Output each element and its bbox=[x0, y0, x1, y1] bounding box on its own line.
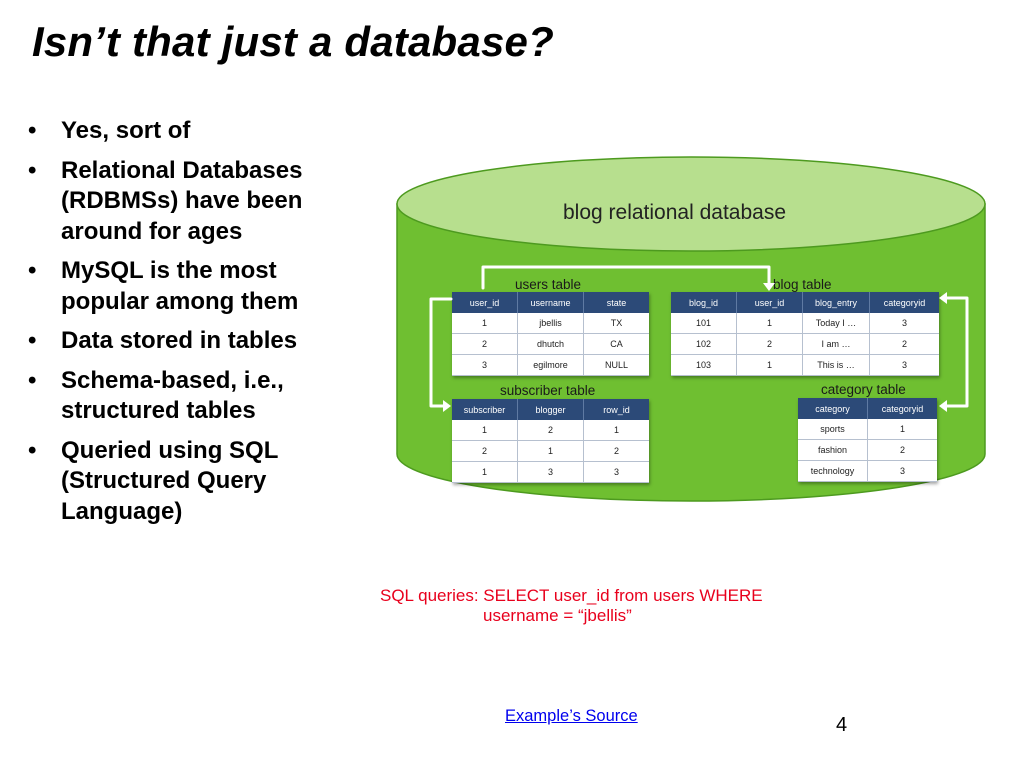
column-header: row_id bbox=[583, 399, 649, 420]
column-header: username bbox=[517, 292, 584, 313]
table-row: 2 dhutch CA bbox=[452, 333, 649, 355]
table-row: sports 1 bbox=[798, 419, 937, 440]
table-row: fashion 2 bbox=[798, 439, 937, 461]
column-header: blog_entry bbox=[802, 292, 870, 313]
table-cell: dhutch bbox=[517, 333, 584, 355]
table-cell: 3 bbox=[517, 461, 584, 483]
category-table: category categoryid sports 1 fashion 2 t… bbox=[798, 398, 937, 482]
table-cell: CA bbox=[583, 333, 649, 355]
table-row: 101 1 Today I … 3 bbox=[671, 313, 939, 334]
table-cell: sports bbox=[798, 419, 868, 440]
table-cell: 3 bbox=[867, 460, 937, 482]
table-row: 103 1 This is … 3 bbox=[671, 354, 939, 376]
table-cell: 103 bbox=[671, 354, 737, 376]
subscriber-table: subscriber blogger row_id 1 2 1 2 1 2 1 … bbox=[452, 399, 649, 483]
bullet-dot: • bbox=[28, 436, 37, 464]
bullet-dot: • bbox=[28, 366, 37, 394]
column-header: user_id bbox=[452, 292, 518, 313]
bullet-text: Yes, sort of bbox=[61, 117, 191, 144]
bullet-item: • Schema-based, i.e., structured tables bbox=[28, 366, 328, 427]
table-cell: egilmore bbox=[517, 354, 584, 376]
table-cell: 1 bbox=[517, 440, 584, 462]
table-header-row: subscriber blogger row_id bbox=[452, 399, 649, 420]
page-number: 4 bbox=[836, 714, 848, 736]
table-row: 1 jbellis TX bbox=[452, 313, 649, 334]
bullet-text: Queried using SQL (Structured Query Lang… bbox=[61, 436, 278, 525]
column-header: categoryid bbox=[867, 398, 937, 419]
bullet-text: MySQL is the most popular among them bbox=[61, 257, 299, 315]
slide-title: Isn’t that just a database? bbox=[32, 18, 554, 65]
bullet-list: • Yes, sort of • Relational Databases (RDB… bbox=[28, 116, 328, 536]
table-cell: Today I … bbox=[802, 313, 870, 334]
table-cell: jbellis bbox=[517, 313, 584, 334]
bullet-item: • Relational Databases (RDBMSs) have been… bbox=[28, 156, 328, 248]
table-cell: 1 bbox=[736, 354, 803, 376]
table-cell: 1 bbox=[452, 461, 518, 483]
column-header: user_id bbox=[736, 292, 803, 313]
bullet-item: • Data stored in tables bbox=[28, 326, 328, 357]
table-cell: 2 bbox=[869, 333, 939, 355]
table-row: 1 2 1 bbox=[452, 420, 649, 441]
bullet-text: Data stored in tables bbox=[61, 327, 298, 354]
bullet-text: Schema-based, i.e., structured tables bbox=[61, 366, 284, 425]
bullet-item: • MySQL is the most popular among them bbox=[28, 256, 328, 317]
table-cell: 2 bbox=[517, 420, 584, 441]
table-cell: 2 bbox=[583, 440, 649, 462]
subscriber-table-label: subscriber table bbox=[500, 383, 596, 398]
table-row: 1 3 3 bbox=[452, 461, 649, 483]
bullet-dot: • bbox=[28, 257, 37, 284]
users-table-label: users table bbox=[515, 277, 582, 292]
table-header-row: user_id username state bbox=[452, 292, 649, 313]
sql-example: SQL queries: SELECT user_id from users W… bbox=[380, 586, 763, 626]
table-cell: 3 bbox=[869, 313, 939, 334]
table-cell: 1 bbox=[583, 420, 649, 441]
table-header-row: blog_id user_id blog_entry categoryid bbox=[671, 292, 939, 313]
table-header-row: category categoryid bbox=[798, 398, 937, 419]
bullet-dot: • bbox=[28, 327, 37, 354]
table-cell: 1 bbox=[867, 419, 937, 440]
bullet-text: Relational Databases (RDBMSs) have been … bbox=[61, 156, 303, 245]
bullet-item: • Queried using SQL (Structured Query Lan… bbox=[28, 436, 328, 528]
table-cell: NULL bbox=[583, 354, 649, 376]
table-row: technology 3 bbox=[798, 460, 937, 482]
table-row: 2 1 2 bbox=[452, 440, 649, 462]
bullet-dot: • bbox=[28, 117, 37, 144]
blog-table-label: blog table bbox=[773, 277, 832, 292]
table-cell: technology bbox=[798, 460, 868, 482]
users-table: user_id username state 1 jbellis TX 2 dh… bbox=[452, 292, 649, 376]
database-title: blog relational database bbox=[563, 201, 787, 224]
table-cell: 2 bbox=[452, 440, 518, 462]
sql-line-2: username = “jbellis” bbox=[483, 606, 632, 625]
table-cell: 2 bbox=[867, 439, 937, 461]
bullet-item: • Yes, sort of bbox=[28, 116, 328, 147]
column-header: state bbox=[583, 292, 649, 313]
table-cell: I am … bbox=[802, 333, 870, 355]
example-source-link[interactable]: Example’s Source bbox=[505, 707, 638, 725]
database-diagram: blog relational database users table blo… bbox=[395, 153, 987, 513]
table-cell: 1 bbox=[452, 420, 518, 441]
table-cell: TX bbox=[583, 313, 649, 334]
table-cell: 101 bbox=[671, 313, 737, 334]
table-cell: 3 bbox=[583, 461, 649, 483]
column-header: category bbox=[798, 398, 868, 419]
table-cell: 2 bbox=[452, 333, 518, 355]
column-header: categoryid bbox=[869, 292, 939, 313]
sql-line-1: SQL queries: SELECT user_id from users W… bbox=[380, 586, 763, 605]
table-cell: 3 bbox=[452, 354, 518, 376]
table-cell: 1 bbox=[452, 313, 518, 334]
table-cell: This is … bbox=[802, 354, 870, 376]
table-cell: 3 bbox=[869, 354, 939, 376]
table-cell: 2 bbox=[736, 333, 803, 355]
blog-table: blog_id user_id blog_entry categoryid 10… bbox=[671, 292, 939, 376]
table-cell: 1 bbox=[736, 313, 803, 334]
table-cell: fashion bbox=[798, 439, 868, 461]
category-table-label: category table bbox=[821, 382, 906, 397]
table-cell: 102 bbox=[671, 333, 737, 355]
column-header: blogger bbox=[517, 399, 584, 420]
table-row: 3 egilmore NULL bbox=[452, 354, 649, 376]
column-header: blog_id bbox=[671, 292, 737, 313]
table-row: 102 2 I am … 2 bbox=[671, 333, 939, 355]
column-header: subscriber bbox=[452, 399, 518, 420]
bullet-dot: • bbox=[28, 156, 37, 184]
